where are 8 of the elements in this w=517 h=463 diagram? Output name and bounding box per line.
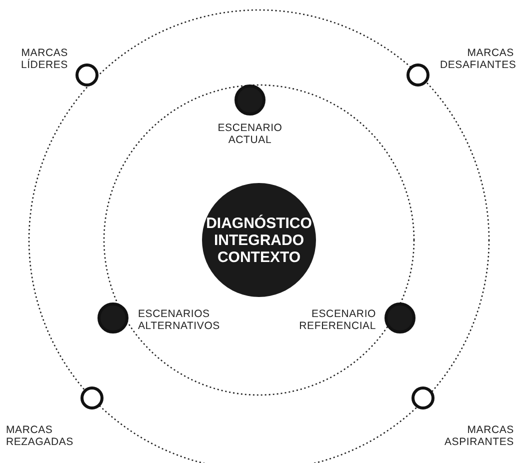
node-label: ESCENARIO REFERENCIAL [298, 308, 376, 332]
center-circle: DIAGNÓSTICO INTEGRADO CONTEXTO [202, 183, 316, 297]
node-label: MARCAS LÍDERES [20, 47, 68, 71]
node-label: MARCAS DESAFIANTES [440, 47, 514, 71]
node-label: ESCENARIOS ALTERNATIVOS [138, 308, 221, 332]
node-label: MARCAS REZAGADAS [6, 424, 74, 448]
node-label: MARCAS ASPIRANTES [443, 424, 514, 448]
node-label: ESCENARIO ACTUAL [216, 122, 284, 146]
